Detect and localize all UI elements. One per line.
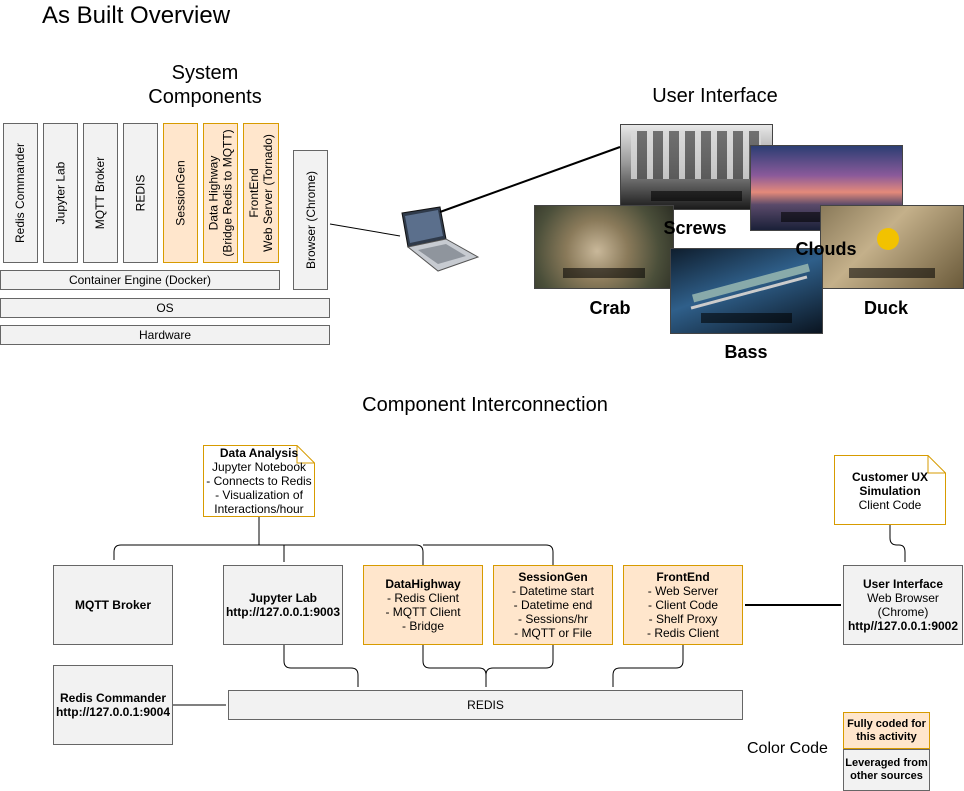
- customer-note-shape: [834, 455, 946, 525]
- connector-frontend-redis: [612, 645, 684, 687]
- node-frontend: FrontEnd - Web Server - Client Code - Sh…: [623, 565, 743, 645]
- user-interface-heading: User Interface: [652, 85, 778, 107]
- screen-label-crab: Crab: [589, 298, 631, 318]
- stack-redis: REDIS: [123, 123, 158, 263]
- node-user-interface: User Interface Web Browser (Chrome) http…: [843, 565, 963, 645]
- screen-label-screws: Screws: [663, 218, 727, 238]
- node-sessiongen: SessionGen - Datetime start - Datetime e…: [493, 565, 613, 645]
- page-title: As Built Overview: [42, 2, 231, 29]
- connector-customer-ui: [889, 525, 906, 562]
- connector-bus: [113, 544, 424, 565]
- connector-sessiongen-bus: [423, 544, 554, 565]
- interconnection-heading: Component Interconnection: [362, 394, 608, 416]
- stack-frontend: FrontEnd Web Server (Tornado): [243, 123, 279, 263]
- system-components-heading: System Components: [148, 62, 262, 108]
- color-code-label: Color Code: [747, 740, 828, 757]
- os-bar: OS: [0, 298, 330, 318]
- screen-bass: [670, 248, 823, 334]
- legend-leveraged: Leveraged from other sources: [843, 749, 930, 791]
- screen-label-bass: Bass: [724, 342, 768, 362]
- node-redis-commander: Redis Commander http://127.0.0.1:9004: [53, 665, 173, 745]
- connector-note-jupyter: [258, 517, 285, 562]
- legend-coded: Fully coded for this activity: [843, 712, 930, 749]
- container-engine-bar: Container Engine (Docker): [0, 270, 280, 290]
- stack-mqtt-broker: MQTT Broker: [83, 123, 118, 263]
- data-analysis-note: Data Analysis Jupyter Notebook - Connect…: [206, 446, 312, 516]
- node-mqtt-broker: MQTT Broker: [53, 565, 173, 645]
- screen-duck: [820, 205, 964, 289]
- screen-label-duck: Duck: [863, 298, 908, 318]
- node-jupyter-lab: Jupyter Lab http://127.0.0.1:9003: [223, 565, 343, 645]
- connector-laptop-ui: [439, 146, 621, 213]
- stack-sessiongen: SessionGen: [163, 123, 198, 263]
- stack-redis-commander: Redis Commander: [3, 123, 38, 263]
- customer-ux-note: Customer UX Simulation Client Code: [851, 470, 928, 512]
- connector-browser-laptop: [329, 223, 401, 237]
- connector-jupyter-redis: [283, 645, 359, 687]
- laptop-icon: [401, 206, 480, 272]
- stack-jupyter-lab: Jupyter Lab: [43, 123, 78, 263]
- stack-data-highway: Data Highway (Bridge Redis to MQTT): [203, 123, 238, 263]
- node-datahighway: DataHighway - Redis Client - MQTT Client…: [363, 565, 483, 645]
- node-redis: REDIS: [228, 690, 743, 720]
- screen-label-clouds: Clouds: [795, 239, 857, 259]
- hardware-bar: Hardware: [0, 325, 330, 345]
- screen-crab: [534, 205, 674, 289]
- data-analysis-note-shape: [203, 445, 315, 517]
- stack-browser: Browser (Chrome): [293, 150, 328, 290]
- connector-sessiongen-redis: [485, 645, 554, 676]
- connector-datahighway-redis: [422, 645, 487, 687]
